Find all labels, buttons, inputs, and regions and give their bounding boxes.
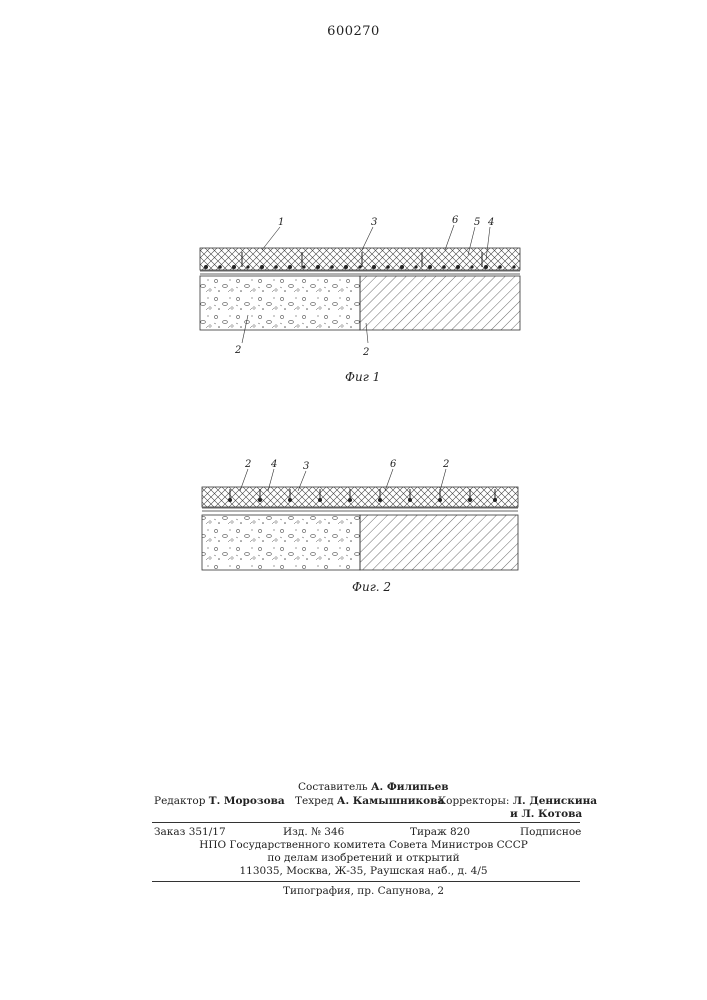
fig2-label-6: 6 [390,459,397,470]
editor-name: Т. Морозова [209,795,285,807]
printer-line: Типография, пр. Сапунова, 2 [0,885,707,898]
fig2-label-3: 3 [303,461,309,472]
patent-number: 600270 [0,24,707,39]
fig2-hatched-block [360,515,518,570]
order-number: Заказ 351/17 [154,826,226,839]
figure-1-caption: Фиг 1 [345,370,380,384]
fig1-label-2b: 2 [362,347,369,358]
fig2-label-2b: 2 [442,459,449,470]
org-line-3: 113035, Москва, Ж-35, Раушская наб., д. … [0,865,707,878]
fig1-label-5: 5 [474,217,480,228]
figure-2-caption: Фиг. 2 [352,580,391,594]
subscription: Подписное [520,826,581,839]
fig1-label-3: 3 [371,217,377,228]
org-line-1: НПО Государственного комитета Совета Мин… [0,839,707,852]
edition-number: Изд. № 346 [283,826,344,839]
compiler-name: А. Филипьев [371,781,449,793]
circulation: Тираж 820 [410,826,470,839]
correctors-label: Корректоры: [438,795,509,807]
fig1-label-1: 1 [278,217,284,228]
fig1-hatched-block [360,276,520,330]
compiler-line: Составитель А. Филипьев [298,781,449,794]
corrector-1: Л. Денискина [513,795,597,807]
org-line-2: по делам изобретений и открытий [0,852,707,865]
techred-label: Техред [295,795,334,807]
editor-line: Редактор Т. Морозова [154,795,285,808]
fig1-label-4: 4 [487,217,494,228]
fig2-label-2a: 2 [244,459,251,470]
fig1-label-6: 6 [452,215,459,226]
footer-divider-1 [152,822,580,823]
footer-divider-2 [152,881,580,882]
fig2-layer-crosshatch [202,487,518,507]
figure-1-drawing: 1 3 6 5 4 2 2 [190,205,530,365]
corrector-2: и Л. Котова [510,808,582,821]
techred-name: А. Камышникова [337,795,444,807]
techred-line: Техред А. Камышникова [295,795,444,808]
fig1-concrete-block [200,276,360,330]
fig2-label-4: 4 [270,459,277,470]
editor-label: Редактор [154,795,205,807]
fig2-concrete-block [202,515,360,570]
correctors-line: Корректоры: Л. Денискина [438,795,597,808]
figure-2-drawing: 2 4 3 6 2 [190,455,530,580]
fig1-label-2a: 2 [234,345,241,356]
compiler-label: Составитель [298,781,368,793]
